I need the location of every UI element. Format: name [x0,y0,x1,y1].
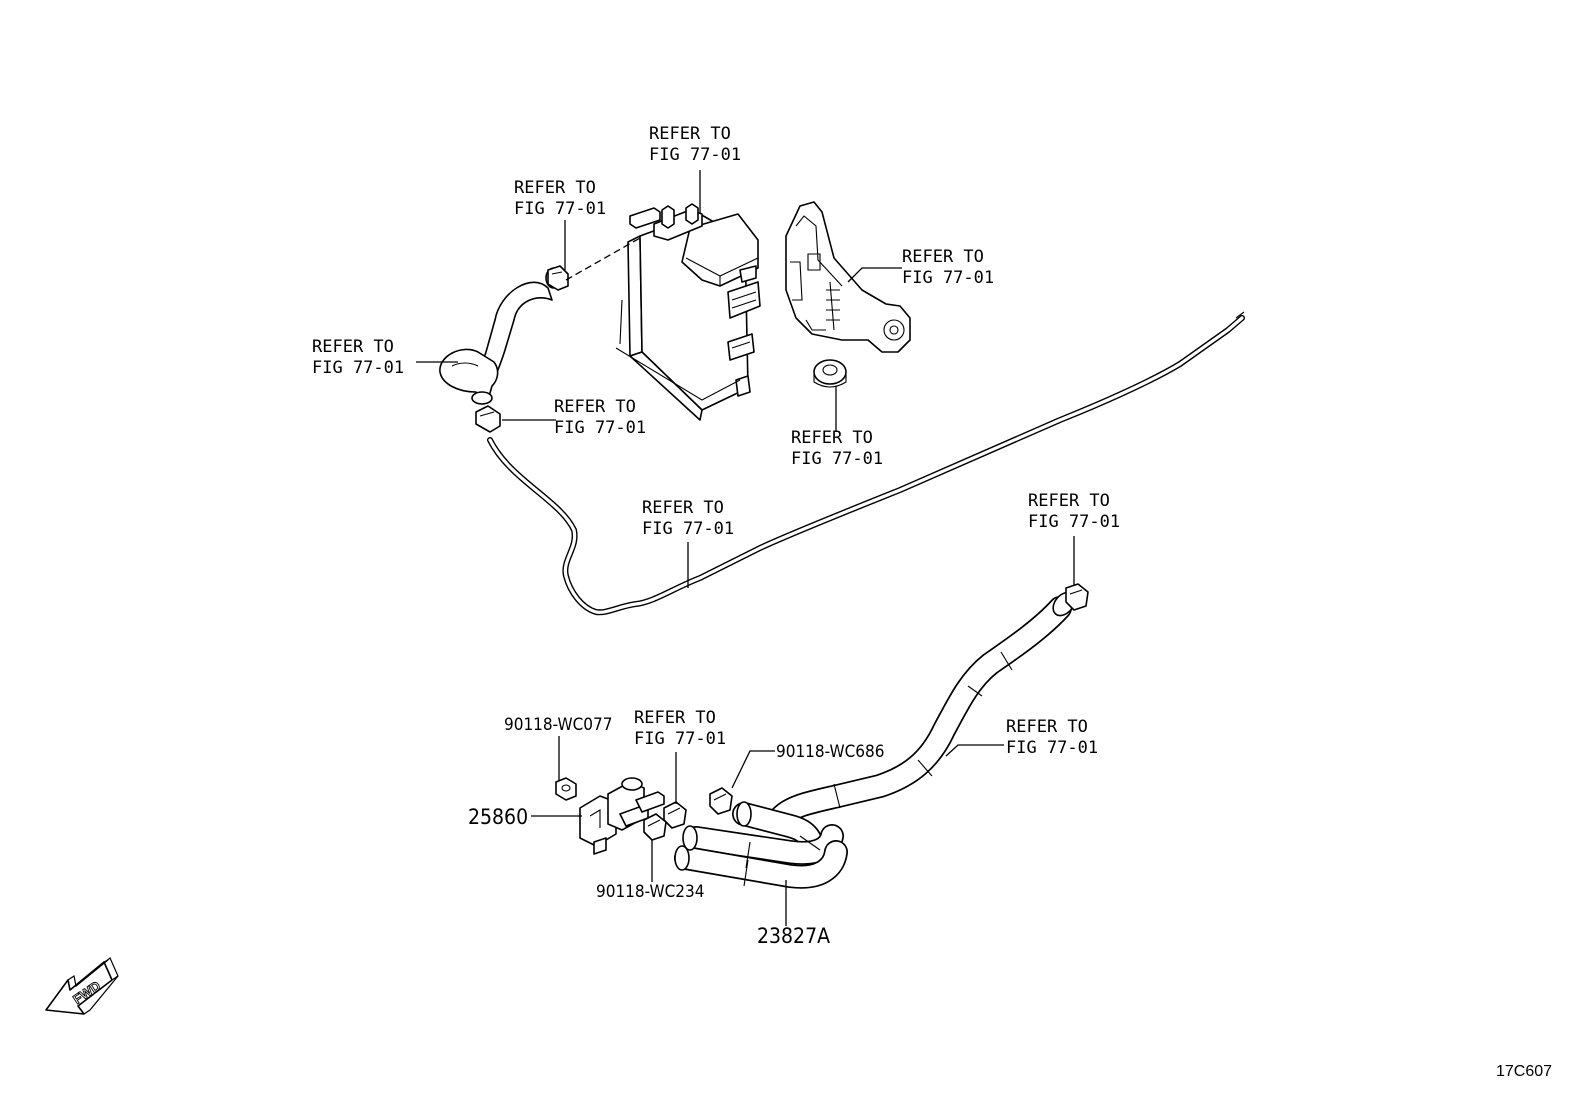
figure-code: 17C607 [1496,1063,1552,1080]
refer-line-1: REFER TO [634,708,716,728]
connector-dashed [565,237,641,281]
refer-line-1: REFER TO [1006,717,1088,737]
refer-line-1: REFER TO [514,178,596,198]
clamp-valve-refer[interactable] [663,801,687,829]
refer-line-1: REFER TO [642,498,724,518]
clamp-upper[interactable] [547,265,569,291]
refer-label-clamp-upper: REFER TO FIG 77-01 [514,178,606,219]
clamp-upper-right[interactable] [1065,583,1089,611]
refer-label-hose-assy: REFER TO FIG 77-01 [1006,717,1098,758]
refer-line-2: FIG 77-01 [1006,738,1098,758]
refer-line-2: FIG 77-01 [554,418,646,438]
fwd-arrow-icon: FWD [45,957,119,1015]
refer-line-1: REFER TO [312,337,394,357]
refer-label-grommet: REFER TO FIG 77-01 [791,428,883,469]
part-number-90118-wc686[interactable]: 90118-WC686 [776,742,884,762]
refer-label-tube-clamp: REFER TO FIG 77-01 [554,397,646,438]
clamp-90118-wc686[interactable] [709,787,733,815]
part-number-90118-wc234[interactable]: 90118-WC234 [596,882,704,902]
nut-90118-wc077[interactable] [555,777,577,801]
part-number-23827a[interactable]: 23827A [757,924,830,948]
clamp-90118-wc234[interactable] [643,813,667,841]
canister-bracket[interactable] [785,201,911,353]
hose-assy-23827a[interactable] [674,588,1079,889]
refer-line-1: REFER TO [791,428,873,448]
leader-lines [416,170,1075,926]
vsv-25860[interactable] [579,777,665,855]
refer-line-1: REFER TO [649,124,731,144]
refer-label-valve-clamp: REFER TO FIG 77-01 [634,708,726,749]
refer-label-upper-clamp-right: REFER TO FIG 77-01 [1028,491,1120,532]
refer-line-1: REFER TO [1028,491,1110,511]
refer-line-2: FIG 77-01 [642,519,734,539]
refer-line-2: FIG 77-01 [312,358,404,378]
refer-line-2: FIG 77-01 [902,268,994,288]
bracket-grommet[interactable] [813,359,847,388]
refer-line-2: FIG 77-01 [1028,512,1120,532]
refer-line-1: REFER TO [554,397,636,417]
refer-line-2: FIG 77-01 [791,449,883,469]
part-number-90118-wc077[interactable]: 90118-WC077 [504,715,612,735]
refer-label-fuel-tube: REFER TO FIG 77-01 [642,498,734,539]
refer-line-1: REFER TO [902,247,984,267]
part-number-25860[interactable]: 25860 [468,805,528,829]
refer-label-canister-top: REFER TO FIG 77-01 [649,124,741,165]
tube-clamp[interactable] [475,405,501,433]
refer-label-bracket: REFER TO FIG 77-01 [902,247,994,288]
charcoal-canister[interactable] [615,203,761,421]
fuel-tube[interactable] [487,311,1245,616]
refer-line-2: FIG 77-01 [649,145,741,165]
refer-label-hose-elbow: REFER TO FIG 77-01 [312,337,404,378]
refer-line-2: FIG 77-01 [634,729,726,749]
refer-line-2: FIG 77-01 [514,199,606,219]
